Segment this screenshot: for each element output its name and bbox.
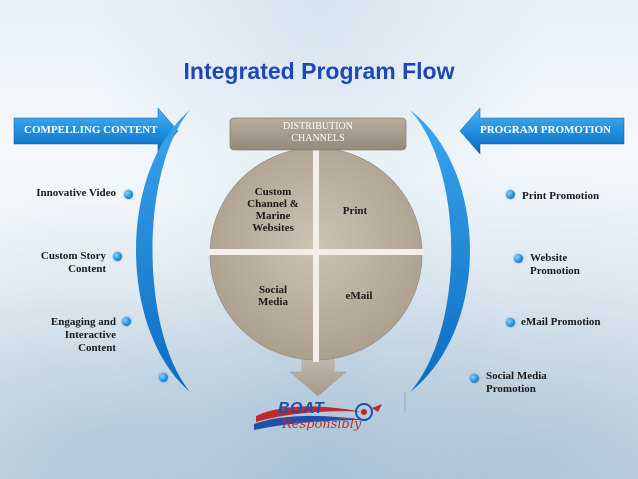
item-line: Interactive — [64, 329, 116, 341]
bullet-dot — [124, 190, 133, 199]
distribution-line2: CHANNELS — [291, 133, 345, 144]
item-line: Custom Story — [40, 250, 106, 262]
left-arc — [136, 110, 190, 392]
program-promotion-label: PROGRAM PROMOTION — [480, 124, 612, 136]
quad-text: Social — [258, 284, 288, 296]
distribution-box — [229, 117, 407, 151]
quadrant-email: eMail — [345, 290, 373, 302]
quadrant-social-media: Social Media — [248, 284, 298, 308]
item-line: Promotion — [530, 265, 580, 277]
right-item-email-promotion: eMail Promotion — [521, 316, 601, 328]
quadrant-custom-channel: Custom Channel & Marine Websites — [238, 186, 308, 234]
item-line: Content — [78, 342, 116, 354]
bullet-dot — [113, 252, 122, 261]
distribution-channels-label: DISTRIBUTION CHANNELS — [230, 118, 406, 150]
quad-text: Websites — [252, 222, 294, 234]
left-item-innovative-video: Innovative Video — [36, 187, 116, 199]
logo-swoosh-icon — [254, 403, 382, 430]
quad-text: Channel & — [247, 198, 299, 210]
bullet-dot — [506, 318, 515, 327]
item-line: Social Media — [486, 370, 547, 382]
quad-text: Custom — [254, 186, 292, 198]
quad-text: Media — [258, 296, 288, 308]
bullet-dot — [159, 373, 168, 382]
bullet-dot — [514, 254, 523, 263]
bullet-dot — [122, 317, 131, 326]
item-line: Promotion — [486, 383, 536, 395]
item-line: Content — [68, 263, 106, 275]
logo-boat-text: BOAT — [278, 400, 325, 417]
distribution-line1: DISTRIBUTION — [283, 121, 353, 132]
right-item-print-promotion: Print Promotion — [522, 190, 600, 202]
right-item-social-media-promotion: Social Media Promotion — [486, 370, 596, 396]
compelling-content-label: COMPELLING CONTENT — [24, 124, 158, 136]
bullet-dot — [470, 374, 479, 383]
quad-text: Marine — [255, 210, 291, 222]
page-title: Integrated Program Flow — [183, 58, 455, 84]
left-item-custom-story: Custom Story Content — [10, 250, 106, 276]
left-item-engaging-content: Engaging and Interactive Content — [10, 316, 116, 355]
item-line: Engaging and — [50, 316, 116, 328]
bullet-dot — [506, 190, 515, 199]
right-arc — [410, 110, 470, 392]
boat-responsibly-logo: BOAT Responsibly — [252, 398, 392, 446]
quadrant-print: Print — [342, 205, 368, 217]
logo-responsibly-text: Responsibly — [282, 417, 362, 432]
item-line: Website — [530, 252, 568, 264]
program-promotion-arrow — [459, 107, 625, 155]
right-item-website-promotion: Website Promotion — [530, 252, 630, 278]
